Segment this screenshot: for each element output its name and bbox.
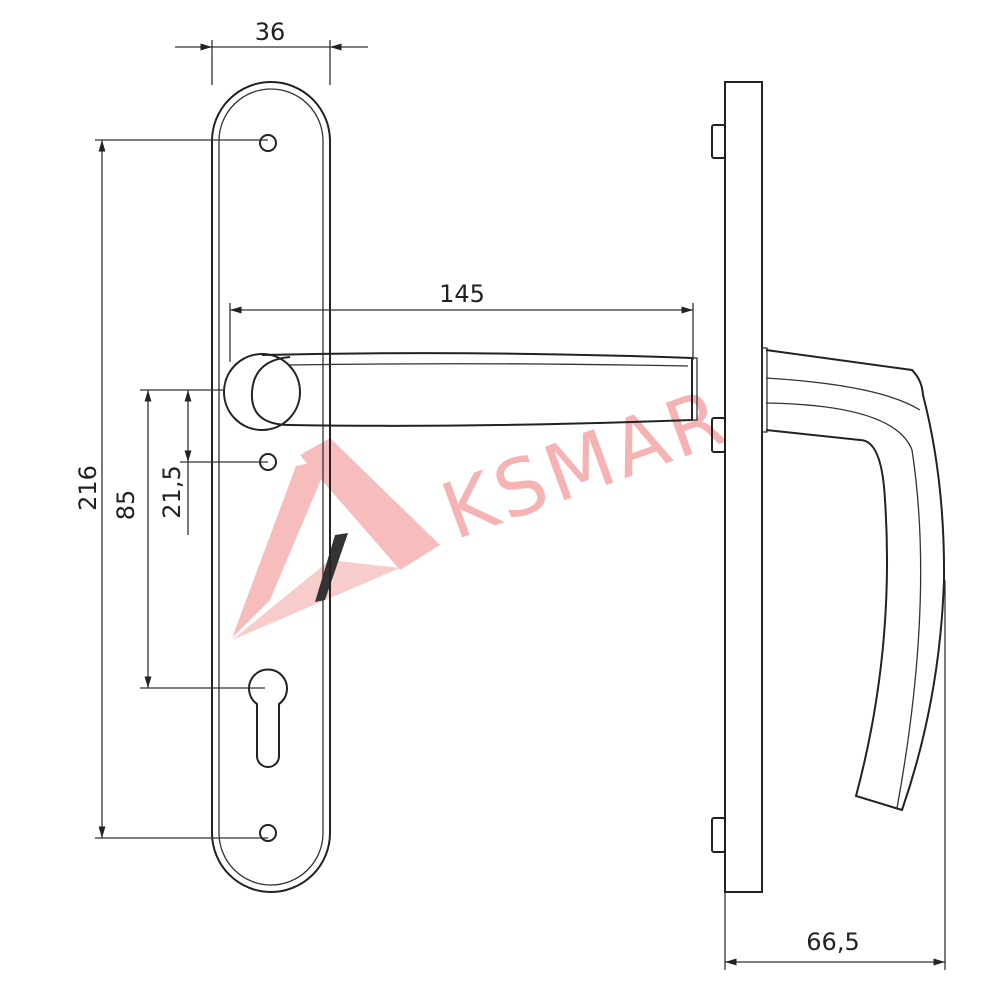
front-plate [211, 81, 331, 893]
svg-text:216: 216 [74, 465, 102, 511]
dimension-handle-to-key: 85 [112, 389, 265, 689]
dimension-lever-length: 145 [229, 280, 694, 362]
dimension-projection: 66,5 [724, 580, 946, 970]
side-plate [711, 81, 768, 893]
boss-middle [711, 417, 726, 453]
svg-text:66,5: 66,5 [806, 928, 859, 956]
svg-text:36: 36 [255, 18, 286, 46]
dimension-plate-width: 36 [175, 18, 368, 85]
watermark-logo: KSMAR [232, 372, 739, 640]
dimension-handle-to-hole: 21,5 [158, 390, 268, 535]
svg-text:145: 145 [439, 280, 485, 308]
svg-text:21,5: 21,5 [158, 465, 186, 518]
screw-hole-bottom [259, 824, 277, 842]
cylinder-keyhole [248, 668, 288, 768]
boss-bottom [711, 817, 726, 853]
screw-hole-top [259, 134, 277, 152]
dimension-hole-spacing: 216 [74, 139, 268, 839]
front-lever [223, 352, 698, 431]
svg-text:85: 85 [112, 490, 140, 521]
boss-top [711, 124, 726, 159]
side-lever [765, 349, 946, 812]
